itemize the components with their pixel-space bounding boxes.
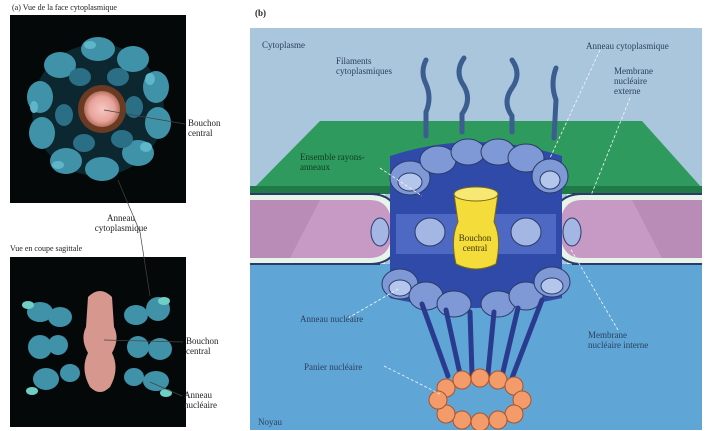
panel-letter-b: (b) — [255, 8, 266, 18]
label-membrane-interne: Membrane nucléaire interne — [588, 330, 654, 350]
central-plug — [453, 187, 498, 269]
label-membrane-externe: Membrane nucléaire externe — [614, 66, 670, 96]
label-noyau: Noyau — [258, 417, 282, 427]
label-anneau-cytoplasmique-left: Anneau cytoplasmique — [92, 213, 150, 233]
label-anneau-nucleaire-right: Anneau nucléaire — [300, 314, 363, 324]
label-anneau-nucleaire-left: Anneau nucléaire — [184, 390, 232, 410]
label-filaments-cytoplasmiques: Filaments cytoplasmiques — [336, 56, 400, 76]
label-anneau-cytoplasmique-right: Anneau cytoplasmique — [586, 41, 669, 51]
label-ensemble-rayons-anneaux: Ensemble rayons-anneaux — [300, 152, 368, 172]
label-panier-nucleaire: Panier nucléaire — [304, 362, 362, 372]
label-bouchon-central-bottom: Bouchon central — [186, 336, 228, 356]
label-cytoplasme: Cytoplasme — [262, 40, 305, 50]
label-bouchon-central-top: Bouchon central — [188, 118, 230, 138]
label-central-plug: Bouchon central — [454, 233, 496, 253]
